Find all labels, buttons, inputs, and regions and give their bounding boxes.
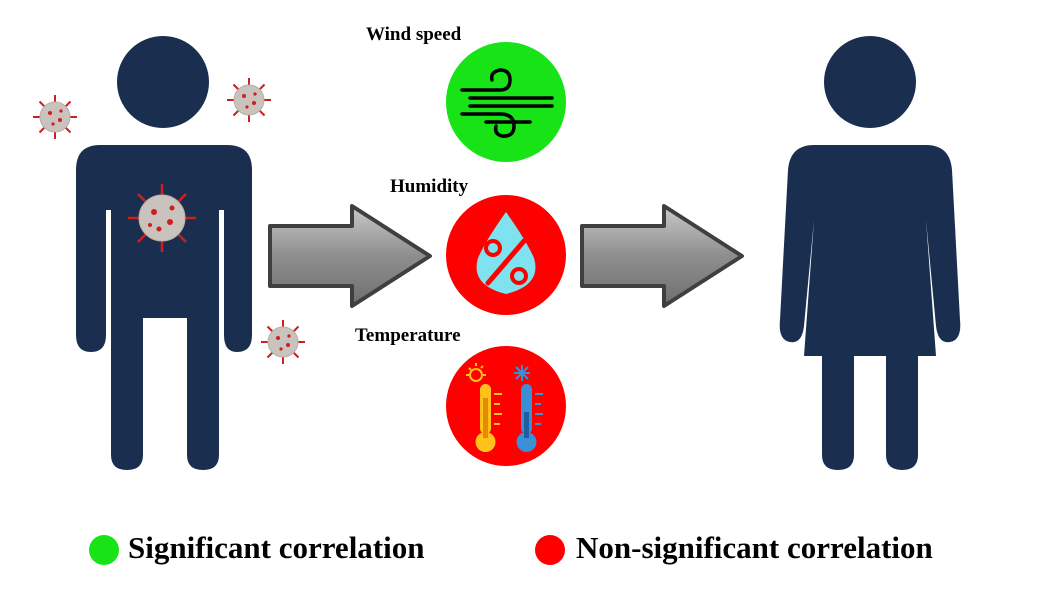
arrow-right-icon xyxy=(580,204,744,308)
healthy-person-icon xyxy=(779,36,961,470)
humidity-label: Humidity xyxy=(390,176,469,197)
wind-speed-label: Wind speed xyxy=(366,24,462,45)
virus-icon xyxy=(33,95,77,139)
non-significant-legend-dot xyxy=(535,535,565,565)
infected-person-icon xyxy=(76,36,252,470)
virus-icon xyxy=(227,78,271,122)
humidity-percent-drop-icon xyxy=(446,195,566,315)
virus-icon xyxy=(261,320,305,364)
wind-icon xyxy=(446,42,566,162)
significant-legend-label: Significant correlation xyxy=(128,530,425,565)
arrow-right-icon xyxy=(268,204,432,308)
virus-icon xyxy=(128,184,196,252)
thermometers-hot-cold-icon xyxy=(446,346,566,466)
significant-legend-dot xyxy=(89,535,119,565)
temperature-label: Temperature xyxy=(355,325,461,346)
non-significant-legend-label: Non-significant correlation xyxy=(576,530,933,565)
